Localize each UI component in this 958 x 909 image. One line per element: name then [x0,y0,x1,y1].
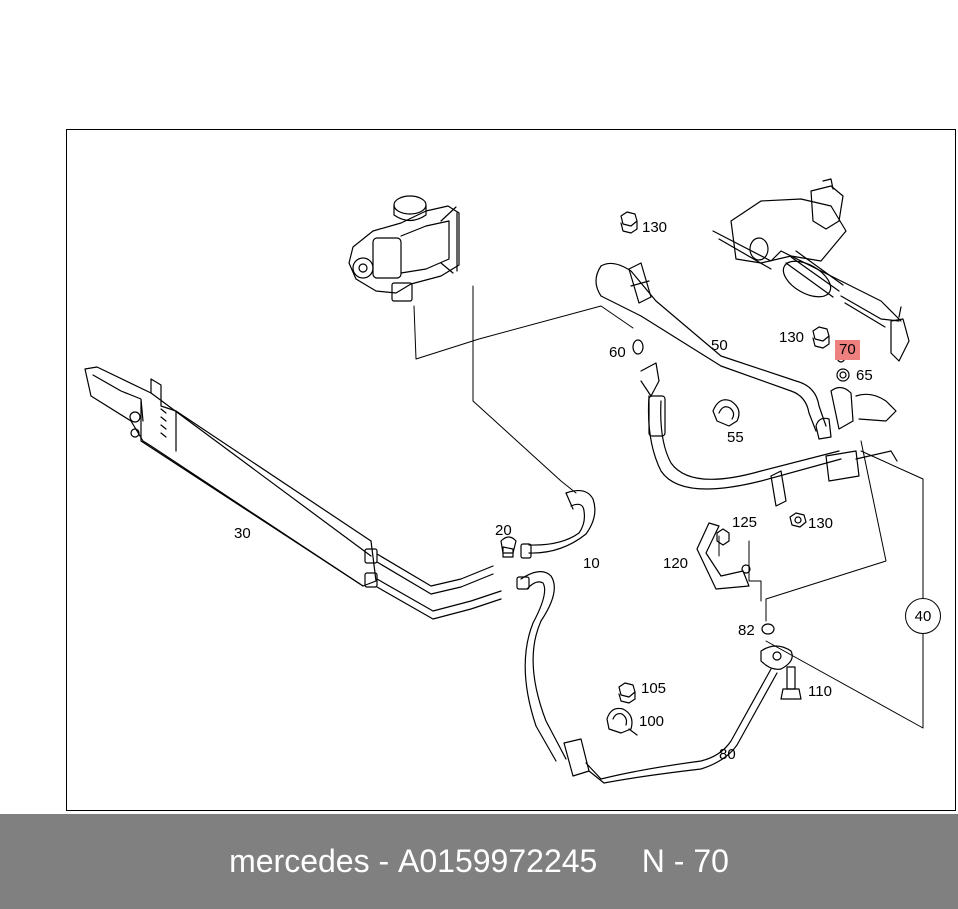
position-prefix: N [641,843,665,879]
callout-10: 10 [583,555,600,572]
callout-130-right: 130 [779,329,805,346]
callout-65: 65 [856,367,873,384]
callout-70-highlighted: 70 [835,340,860,360]
callout-110: 110 [808,683,832,700]
cooler-pipes-drawing [376,553,502,620]
callout-125: 125 [732,514,758,531]
callout-130-top: 130 [642,219,668,236]
callout-30: 30 [234,525,251,542]
callout-120: 120 [663,555,689,572]
small-parts-drawing [500,211,897,736]
callout-20: 20 [495,522,512,539]
steering-gear-drawing [712,178,910,362]
callout-80: 80 [719,746,736,763]
diagram-drawing [84,178,924,784]
callout-40-label: 40 [914,607,932,625]
callout-40-circled: 40 [905,598,941,634]
part-number: A0159972245 [398,843,598,879]
separator: - [369,843,399,879]
hose-10-drawing [502,489,596,559]
spacer [597,843,641,880]
pressure-line-drawing [595,262,898,507]
return-hose-drawing [516,571,793,784]
callout-100: 100 [639,713,665,730]
position-number: 70 [693,843,729,879]
callout-50: 50 [711,337,728,354]
parts-diagram: 130 50 130 70 65 60 55 30 20 10 125 130 … [66,129,956,811]
separator-2: - [664,843,694,879]
callout-55: 55 [727,429,744,446]
footer-bar: mercedes - A0159972245 N - 70 [0,814,958,909]
oil-cooler-drawing [84,366,378,588]
callout-60: 60 [609,344,626,361]
brand-name: mercedes [229,843,370,879]
callout-105: 105 [641,680,667,697]
pump-reservoir-drawing [348,195,460,302]
callout-130-lower: 130 [808,515,834,532]
footer-caption: mercedes - A0159972245 N - 70 [0,814,958,909]
callout-82: 82 [738,622,755,639]
